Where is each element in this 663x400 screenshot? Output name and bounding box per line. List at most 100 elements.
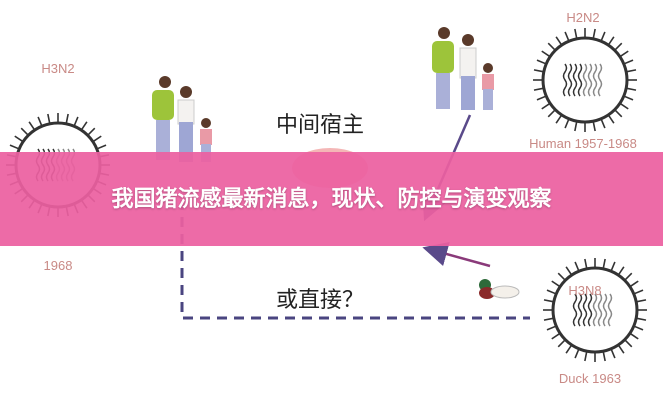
virus-spike xyxy=(574,261,580,272)
virus-spike xyxy=(610,261,616,272)
virus-spike xyxy=(584,351,588,362)
virus-spike xyxy=(633,325,644,331)
virus-spike xyxy=(536,95,547,101)
virus-rna-segment xyxy=(567,63,573,97)
virus-spike xyxy=(619,102,629,110)
virus-spike xyxy=(9,144,20,150)
virus-spike xyxy=(92,135,102,143)
virus-spike xyxy=(20,127,29,136)
virus-spike xyxy=(14,135,24,143)
virus-spike xyxy=(37,116,43,127)
virus-spike xyxy=(629,280,639,288)
virus-spike xyxy=(600,31,606,42)
virus-spike xyxy=(565,266,573,276)
virus-spike xyxy=(73,116,79,127)
virus-rna-segment xyxy=(577,293,583,327)
virus-rna-segment xyxy=(572,63,578,97)
virus-spike xyxy=(546,289,557,295)
virus-spike xyxy=(617,344,625,354)
virus-spike xyxy=(574,28,578,39)
virus-spike xyxy=(551,332,561,340)
virus-spike xyxy=(592,28,596,39)
label-h2n2: H2N2 xyxy=(566,10,600,25)
virus-spike xyxy=(626,69,637,73)
virus-rna-segment xyxy=(597,293,603,327)
virus-rna-segment xyxy=(577,63,583,97)
family-right-icon xyxy=(432,27,494,110)
virus-spike xyxy=(551,280,561,288)
virus-spike xyxy=(626,87,637,91)
virus-spike xyxy=(574,348,580,359)
virus-spike xyxy=(533,87,544,91)
virus-spike xyxy=(87,127,96,136)
virus-spike xyxy=(555,36,563,46)
virus-spike xyxy=(602,351,606,362)
virus-spike xyxy=(555,114,563,124)
virus-rna-segment xyxy=(572,293,578,327)
virus-rna-segment xyxy=(592,293,598,327)
virus-spike xyxy=(80,121,88,131)
virus-spike xyxy=(546,325,557,331)
virus-rna-segment xyxy=(562,63,568,97)
virus-spike xyxy=(557,272,566,281)
virus-spike xyxy=(629,332,639,340)
virus-rna-segment xyxy=(582,63,588,97)
virus-spike xyxy=(610,348,616,359)
virus-spike xyxy=(624,339,633,348)
virus-spike xyxy=(623,95,634,101)
virus-spike xyxy=(547,42,556,51)
label-direct: 或直接？ xyxy=(275,288,365,313)
virus-h3n8-icon xyxy=(543,258,647,362)
virus-spike xyxy=(47,113,51,124)
virus-spike xyxy=(617,266,625,276)
virus-spike xyxy=(541,102,551,110)
virus-spike xyxy=(65,113,69,124)
virus-rna-segment xyxy=(582,293,588,327)
virus-spike xyxy=(564,118,570,129)
virus-spike xyxy=(28,121,36,131)
virus-spike xyxy=(96,144,107,150)
virus-h2n2-icon xyxy=(533,28,637,132)
virus-spike xyxy=(541,50,551,58)
virus-rna-segment xyxy=(592,63,598,97)
virus-rna-segment xyxy=(587,293,593,327)
label-1968: 1968 xyxy=(43,258,73,273)
arrow-duck-to-pig xyxy=(422,241,491,268)
virus-spike xyxy=(636,299,647,303)
virus-spike xyxy=(614,109,623,118)
virus-spike xyxy=(623,59,634,65)
virus-spike xyxy=(602,258,606,269)
virus-spike xyxy=(543,299,554,303)
virus-spike xyxy=(557,339,566,348)
virus-rna-segment xyxy=(602,293,608,327)
label-duck: Duck 1963 xyxy=(558,371,622,386)
virus-spike xyxy=(547,109,556,118)
virus-spike xyxy=(533,69,544,73)
virus-spike xyxy=(543,317,554,321)
virus-spike xyxy=(565,344,573,354)
label-h3n2: H3N2 xyxy=(41,61,75,76)
virus-spike xyxy=(536,59,547,65)
label-intermediate-host: 中间宿主 xyxy=(275,113,365,138)
family-left-icon xyxy=(152,76,212,162)
virus-spike xyxy=(600,118,606,129)
virus-rna-segment xyxy=(607,293,613,327)
banner-title: 我国猪流感最新消息，现状、防控与演变观察 xyxy=(111,186,552,212)
duck-icon xyxy=(479,279,520,299)
virus-spike xyxy=(592,121,596,132)
label-human: Human 1957-1968 xyxy=(529,136,637,151)
virus-spike xyxy=(564,31,570,42)
virus-spike xyxy=(607,114,615,124)
virus-rna-segment xyxy=(587,63,593,97)
virus-rna-segment xyxy=(597,63,603,97)
label-h3n8: H3N8 xyxy=(568,283,602,298)
virus-spike xyxy=(584,258,588,269)
virus-spike xyxy=(624,272,633,281)
virus-spike xyxy=(619,50,629,58)
virus-spike xyxy=(614,42,623,51)
virus-spike xyxy=(607,36,615,46)
virus-spike xyxy=(574,121,578,132)
title-banner: 我国猪流感最新消息，现状、防控与演变观察 xyxy=(0,152,663,246)
virus-spike xyxy=(633,289,644,295)
virus-spike xyxy=(636,317,647,321)
